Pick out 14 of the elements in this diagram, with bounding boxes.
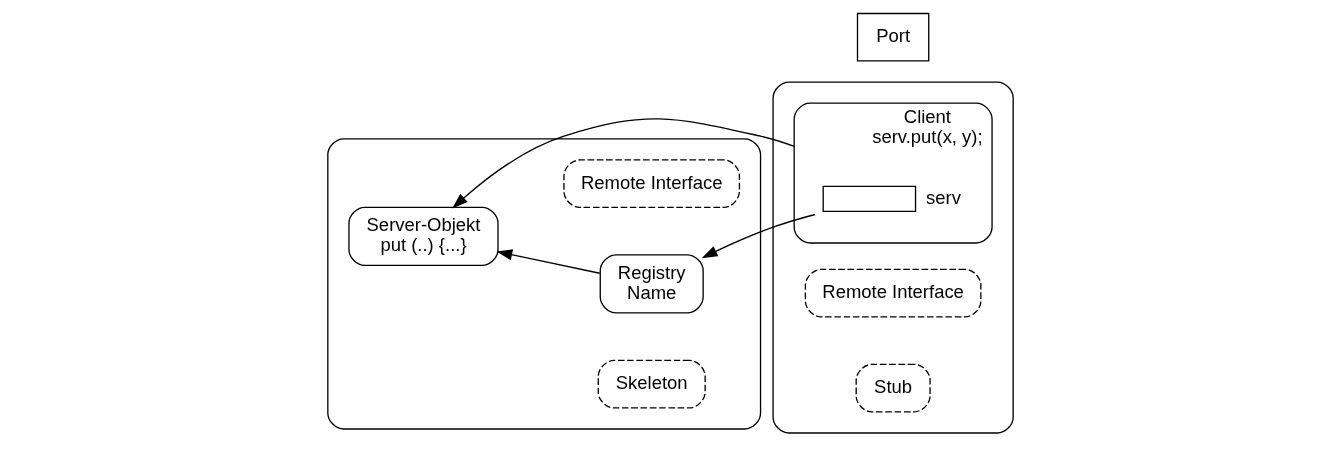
node-box: Registry Name <box>599 254 704 314</box>
arrow <box>701 213 816 259</box>
arrow <box>451 118 795 209</box>
cluster <box>326 138 761 430</box>
node-box: Remote Interface <box>562 159 740 209</box>
node-label: serv <box>925 186 961 208</box>
node-box <box>822 185 916 212</box>
node-box: Server-Objekt put (..) {...} <box>347 206 499 267</box>
node-box: Remote Interface <box>804 268 981 318</box>
cluster <box>771 81 1014 434</box>
node-box: Port <box>856 12 929 62</box>
node-box: Skeleton <box>597 359 706 409</box>
node-box: Stub <box>855 363 931 413</box>
arrow <box>495 249 600 274</box>
